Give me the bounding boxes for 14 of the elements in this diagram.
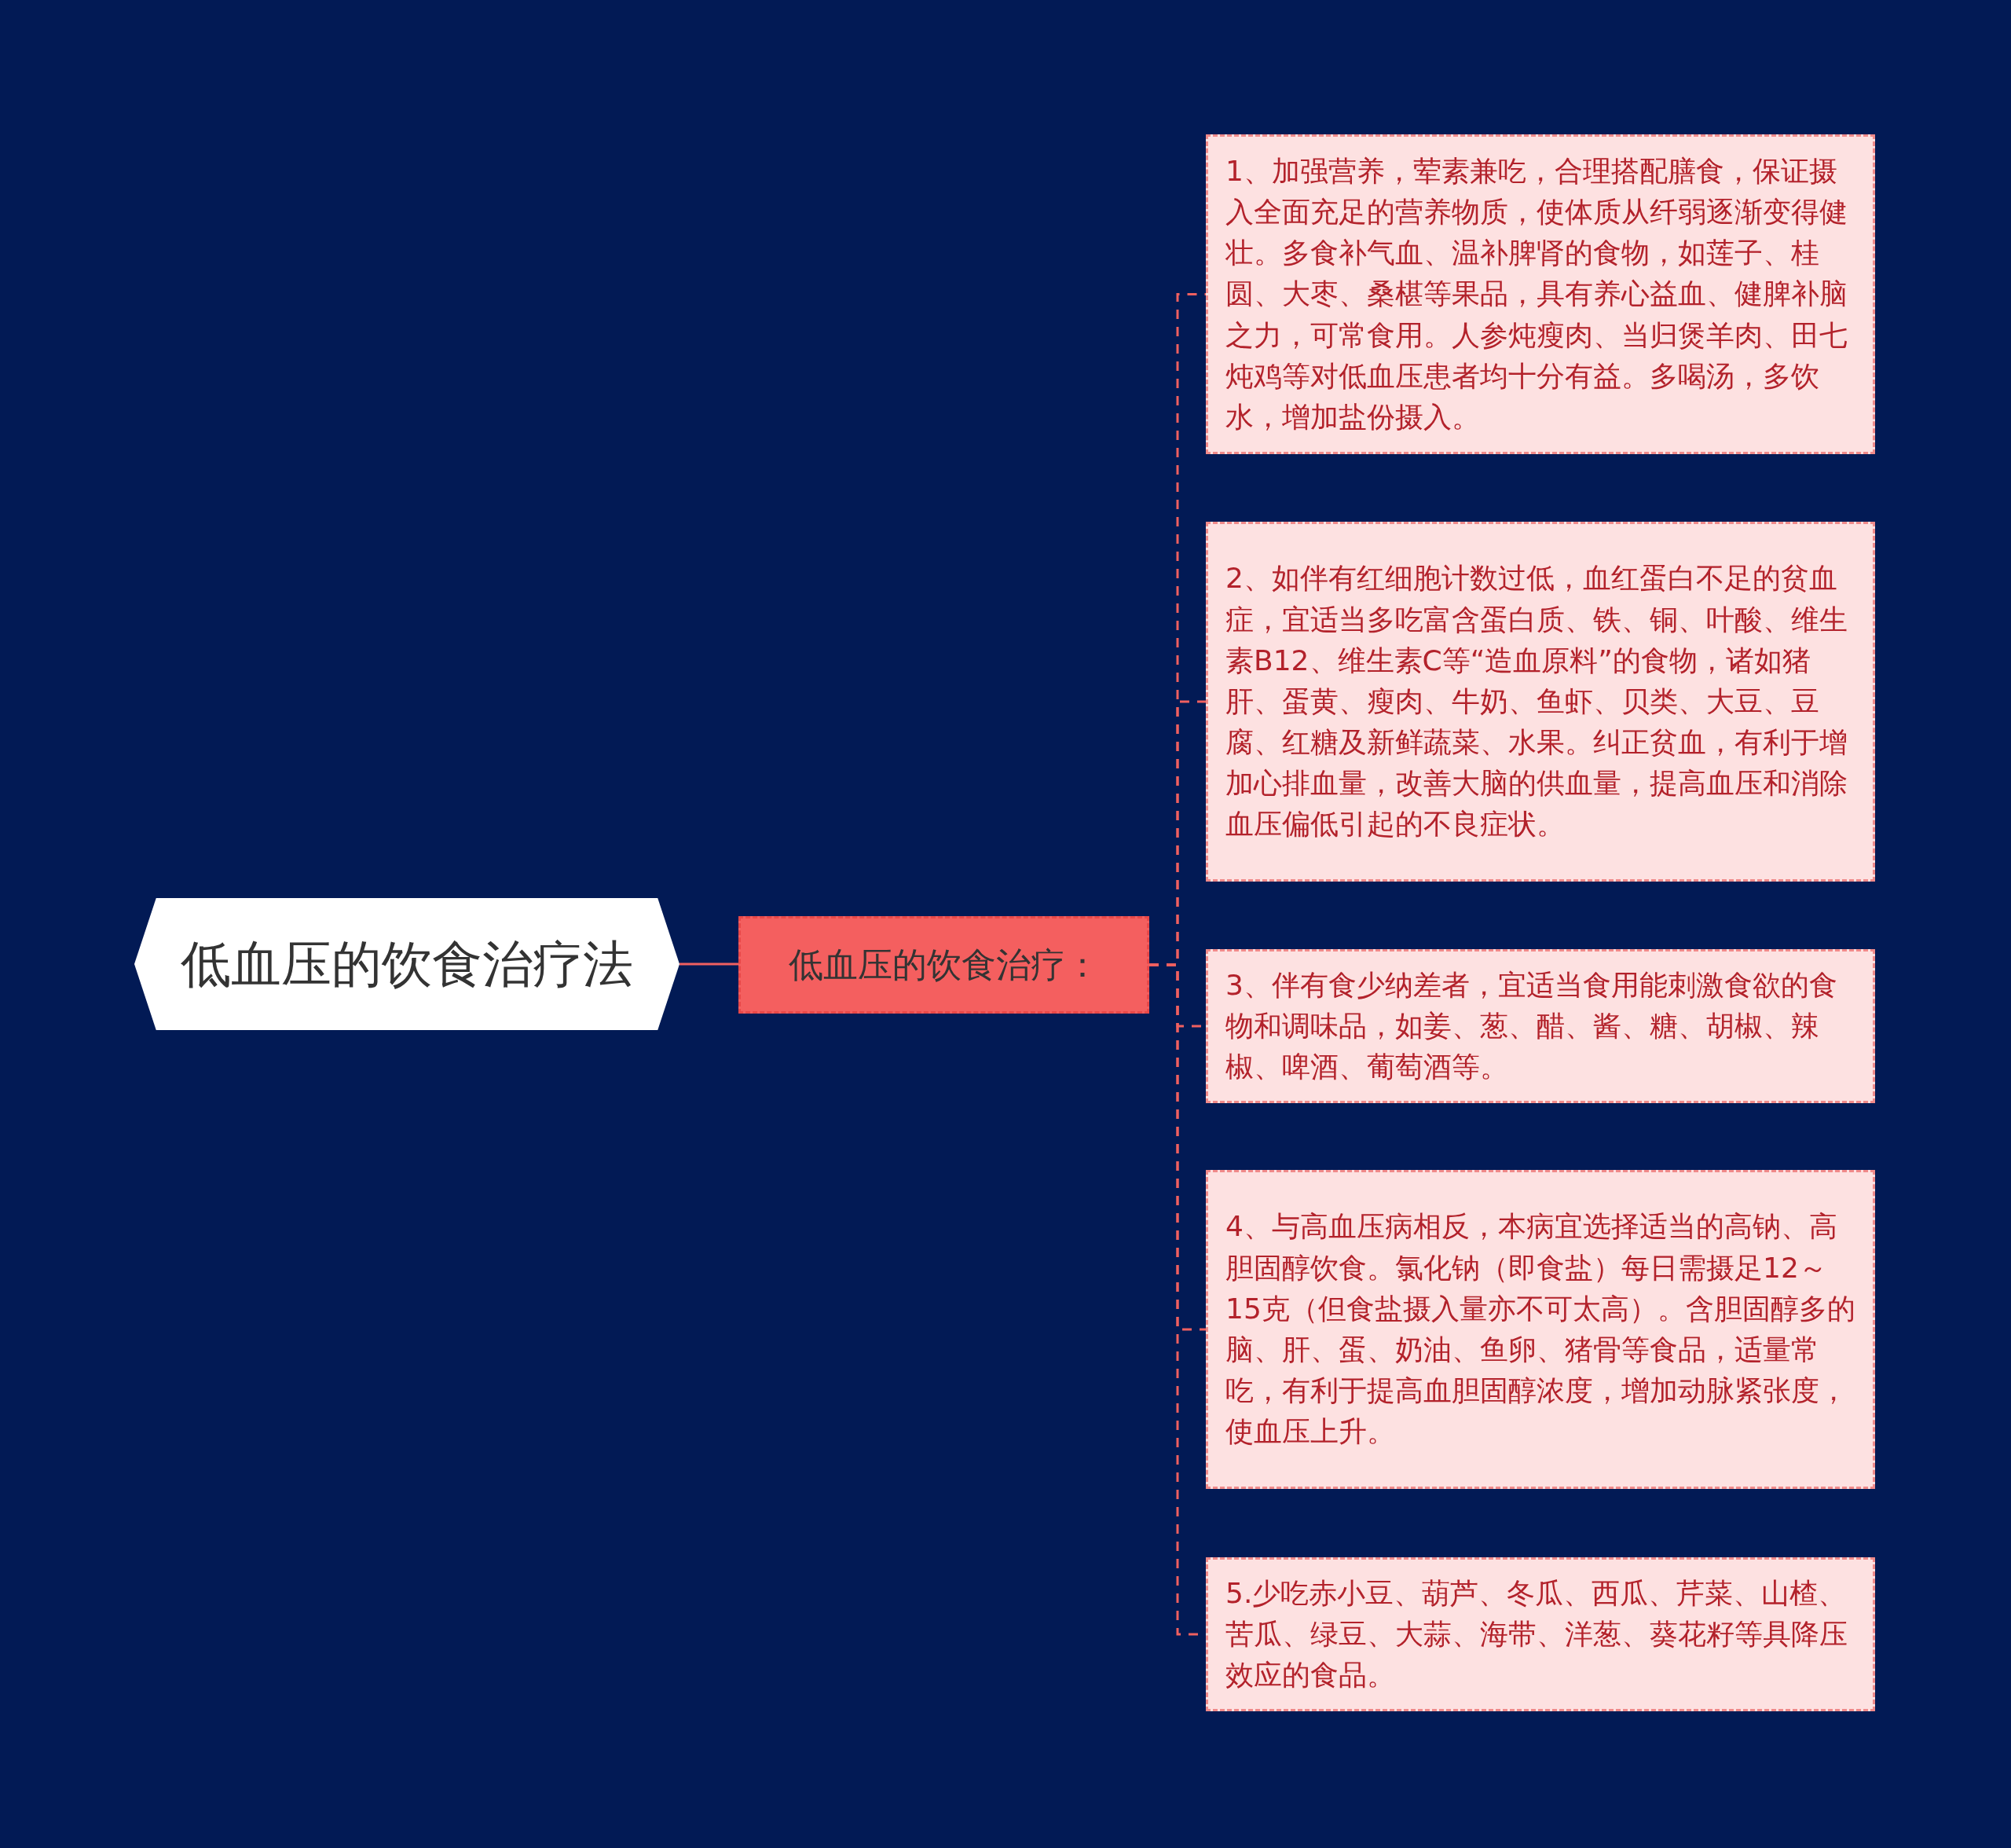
note-text: 1、加强营养，荤素兼吃，合理搭配膳食，保证摄入全面充足的营养物质，使体质从纤弱逐渐变得健壮。多食补气血、温补脾肾的食物，如莲子、桂圆、大枣、桑椹等果品，具有养心益血、健脾补脑之力，可常食用。人参炖瘦肉、当归煲羊肉、田七炖鸡等对低血压患者均十分有益。多喝汤，多饮水，增加盐份摄入。	[1225, 153, 1848, 434]
note-text: 3、伴有食少纳差者，宜适当食用能刺激食欲的食物和调味品，如姜、葱、醋、酱、糖、胡椒、辣椒、啤酒、葡萄酒等。	[1225, 967, 1838, 1085]
note-box	[1206, 1557, 1875, 1711]
branch-text: 低血压的饮食治疗：	[788, 944, 1100, 986]
note-box	[1206, 1170, 1875, 1489]
note-text: 5.少吃赤小豆、葫芦、冬瓜、西瓜、芹菜、山楂、苦瓜、绿豆、大蒜、海带、洋葱、葵花籽等具降压效应的食品。	[1225, 1575, 1848, 1693]
note-text: 4、与高血压病相反，本病宜选择适当的高钠、高胆固醇饮食。氯化钠（即食盐）每日需摄足12～15克（但食盐摄入量亦不可太高）。含胆固醇多的脑、肝、蛋、奶油、鱼卵、猪骨等食品，适量常吃，有利于提高血胆固醇浓度，增加动脉紧张度，使血压上升。	[1225, 1209, 1855, 1450]
note-box	[1206, 522, 1875, 882]
note-box	[1206, 134, 1875, 454]
branch-box	[738, 916, 1149, 1014]
note-text: 2、如伴有红细胞计数过低，血红蛋白不足的贫血症，宜适当多吃富含蛋白质、铁、铜、叶酸、维生素B12、维生素C等“造血原料”的食物，诸如猪肝、蛋黄、瘦肉、牛奶、鱼虾、贝类、大豆、豆腐、红糖及新鲜蔬菜、水果。纠正贫血，有利于增加心排血量，改善大脑的供血量，提高血压和消除血压偏低引起的不良症状。	[1225, 561, 1848, 842]
connector-line	[679, 962, 738, 966]
note-box	[1206, 949, 1875, 1103]
title-text: 低血压的饮食治疗法	[181, 933, 633, 995]
